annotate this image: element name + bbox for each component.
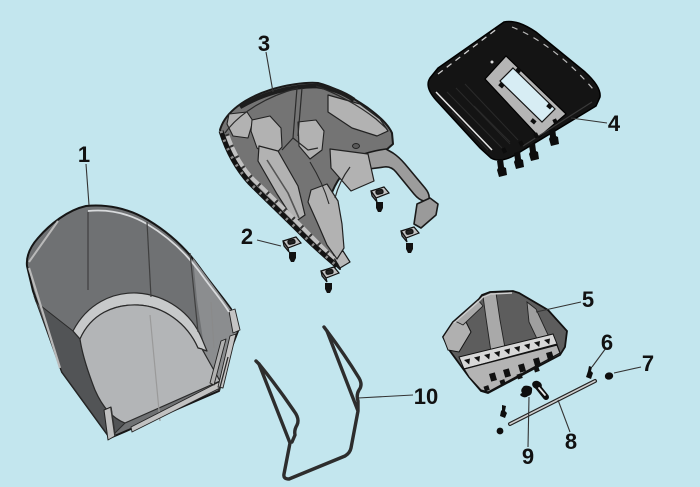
svg-text:10: 10: [414, 384, 438, 409]
svg-text:2: 2: [241, 224, 253, 249]
svg-text:9: 9: [522, 444, 534, 469]
svg-text:8: 8: [565, 429, 577, 454]
svg-text:5: 5: [582, 287, 594, 312]
svg-text:3: 3: [258, 31, 270, 56]
svg-text:1: 1: [78, 142, 90, 167]
svg-text:4: 4: [608, 111, 621, 136]
svg-text:7: 7: [642, 351, 654, 376]
svg-text:6: 6: [601, 330, 613, 355]
